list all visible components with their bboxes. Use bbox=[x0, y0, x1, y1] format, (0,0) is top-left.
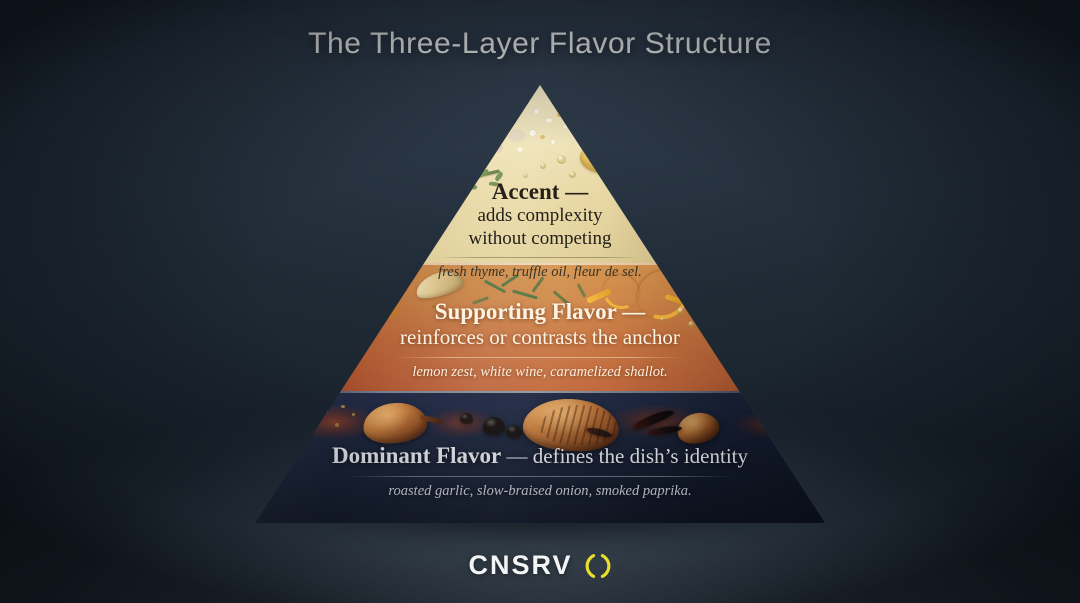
dominant-divider-rule bbox=[345, 476, 735, 478]
supporting-heading: Supporting Flavor — reinforces or contra… bbox=[255, 298, 825, 350]
supporting-examples: lemon zest, white wine, caramelized shal… bbox=[412, 363, 668, 380]
supporting-heading-main: Supporting Flavor — bbox=[434, 299, 646, 324]
accent-heading-line1: adds complexity bbox=[477, 205, 603, 227]
accent-examples: fresh thyme, truffle oil, fleur de sel. bbox=[438, 263, 642, 280]
split-ring-icon bbox=[585, 553, 610, 578]
dominant-heading: Dominant Flavor — defines the dish’s ide… bbox=[255, 442, 825, 469]
brand-wordmark: CNSRV bbox=[468, 550, 573, 580]
accent-divider-rule bbox=[440, 256, 640, 258]
supporting-dominant-divider bbox=[255, 391, 825, 393]
accent-heading-main: Accent — bbox=[491, 179, 589, 204]
accent-layer-text: Accent — adds complexity without competi… bbox=[255, 178, 825, 281]
dominant-heading-main: Dominant Flavor bbox=[331, 443, 502, 468]
supporting-layer-text: Supporting Flavor — reinforces or contra… bbox=[255, 298, 825, 381]
accent-heading: Accent — adds complexity without competi… bbox=[255, 178, 825, 250]
supporting-heading-line1: reinforces or contrasts the anchor bbox=[400, 325, 680, 350]
pyramid-body: Accent — adds complexity without competi… bbox=[255, 85, 825, 523]
dominant-heading-line1: — defines the dish’s identity bbox=[501, 444, 749, 468]
page-title: The Three-Layer Flavor Structure bbox=[308, 27, 772, 60]
dominant-examples: roasted garlic, slow-braised onion, smok… bbox=[388, 483, 692, 500]
supporting-divider-rule bbox=[395, 356, 685, 358]
brand-lockup: CNSRV bbox=[0, 550, 1080, 581]
flavor-pyramid: Accent — adds complexity without competi… bbox=[213, 85, 867, 555]
dominant-layer-text: Dominant Flavor — defines the dish’s ide… bbox=[255, 442, 825, 501]
accent-heading-line2: without competing bbox=[468, 227, 612, 249]
